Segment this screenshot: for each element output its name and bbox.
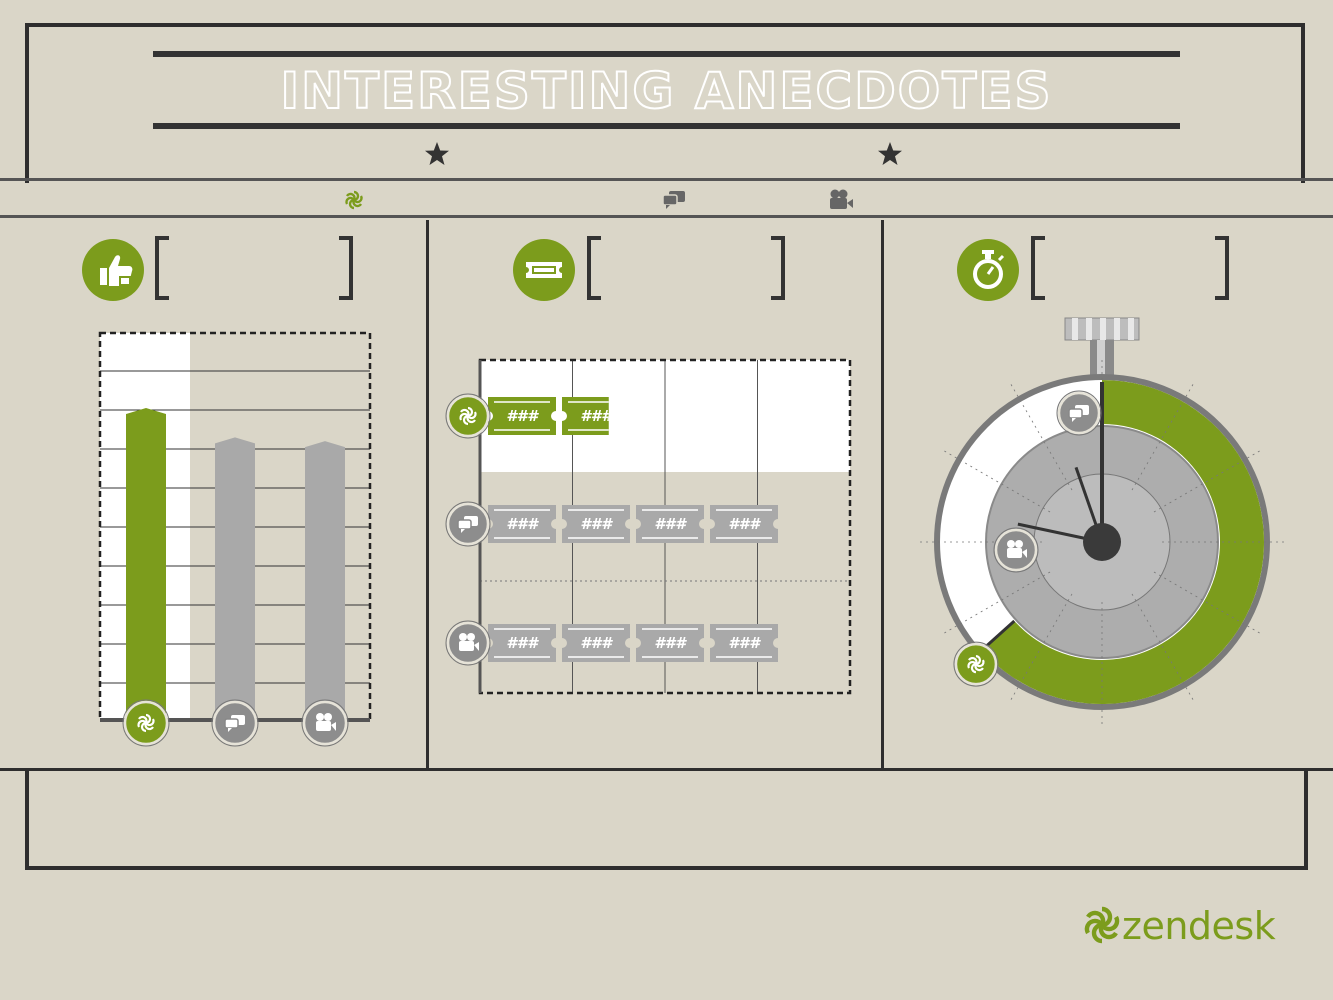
- chat-icon: [445, 501, 491, 547]
- slice-zendesk-icon: [981, 380, 1264, 704]
- bar-zendesk-icon: [126, 408, 166, 720]
- panel-bracket-left: [1031, 236, 1045, 300]
- panel-divider: [426, 220, 429, 771]
- panel-bracket-right: [1215, 236, 1229, 300]
- ticket-data-label: ###: [580, 515, 613, 533]
- ticket: [488, 505, 556, 543]
- ticket-data-label: ###: [580, 634, 613, 652]
- ticket-bar-zendesk-icon: ### ###: [488, 397, 613, 435]
- ticket-data-label: ###: [506, 634, 539, 652]
- ticket: [710, 624, 778, 662]
- video-icon: [301, 699, 349, 747]
- zendesk-icon: [122, 699, 170, 747]
- stopwatch-icon: [957, 239, 1019, 301]
- legend-video-icon: [830, 189, 853, 209]
- ticket-bar-chat-icon: ### ### ### ###: [488, 505, 778, 543]
- ticket: [636, 624, 704, 662]
- video-icon: [445, 620, 491, 666]
- star-icon: [425, 142, 449, 165]
- hand-pivot: [1083, 523, 1121, 561]
- header-frame: [25, 23, 1305, 183]
- brand-logo-text: zendesk: [1122, 904, 1276, 948]
- panel-bottom-rule: [0, 768, 1333, 771]
- title-rule-bottom: [153, 123, 1180, 129]
- chat-icon: [1056, 390, 1102, 436]
- thumbs-up-icon: [82, 239, 144, 301]
- ticket-data-label: ###: [506, 515, 539, 533]
- footer-frame: [25, 768, 1308, 870]
- ticket: [562, 505, 630, 543]
- ticket: [636, 505, 704, 543]
- ticket-data-label: ###: [580, 407, 613, 425]
- bar-video-icon: [305, 441, 345, 720]
- ticket: [710, 505, 778, 543]
- ticket-data-label: ###: [506, 407, 539, 425]
- title-rule-top: [153, 51, 1180, 57]
- legend-zendesk-icon: [345, 190, 363, 210]
- ticket: [562, 624, 630, 662]
- ticket-data-label: ###: [728, 634, 761, 652]
- page-title: INTERESTING ANECDOTES: [279, 61, 1053, 121]
- ticket-bar-video-icon: ### ### ### ###: [488, 624, 778, 662]
- ticket-chart: ### ### ### ### ### ### ### ### ### ###: [445, 358, 852, 695]
- video-icon: [993, 527, 1039, 573]
- bar-chat-icon: [215, 437, 255, 720]
- zendesk-logo-icon: [1084, 906, 1120, 944]
- ticket: [488, 624, 556, 662]
- ticket-icon: [513, 239, 575, 301]
- panel-bracket-right: [339, 236, 353, 300]
- panel-bracket-left: [155, 236, 169, 300]
- chat-icon: [211, 699, 259, 747]
- ticket-data-label: ###: [728, 515, 761, 533]
- bar-chart: [98, 331, 372, 747]
- legend-bar: [0, 178, 1333, 218]
- zendesk-icon: [953, 641, 999, 687]
- panel-divider: [881, 220, 884, 771]
- panel-bracket-right: [771, 236, 785, 300]
- legend-chat-icon: [662, 191, 685, 209]
- ticket-data-label: ###: [654, 634, 687, 652]
- ticket: [562, 397, 609, 435]
- ticket-data-label: ###: [654, 515, 687, 533]
- panel-bracket-left: [587, 236, 601, 300]
- plot-border: [478, 358, 852, 695]
- stopwatch-chart: [920, 317, 1287, 727]
- ticket: [488, 397, 556, 435]
- star-icon: [878, 142, 902, 165]
- zendesk-icon: [445, 393, 491, 439]
